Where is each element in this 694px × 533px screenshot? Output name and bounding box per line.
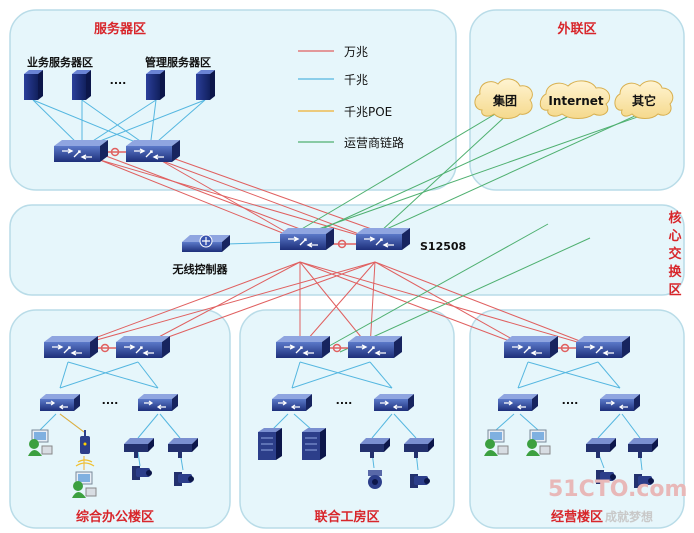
access-switch-icon <box>39 393 81 412</box>
business-zone-title: 经营楼区 <box>551 509 603 525</box>
legend-item: 运营商链路 <box>344 135 404 150</box>
cloud-icon <box>474 78 533 119</box>
legend-item: 万兆 <box>344 45 368 59</box>
cloud-group: 集团 Internet 其它 <box>474 78 674 119</box>
server-icon <box>24 70 43 100</box>
core-title-char: 交 <box>668 246 681 262</box>
rack-icon <box>301 427 327 461</box>
stack-icon <box>560 343 570 353</box>
cloud-icon <box>539 80 611 119</box>
cloud-label-group: 集团 <box>492 93 517 108</box>
dome-camera-icon <box>368 470 382 489</box>
core-title-char: 区 <box>668 283 681 298</box>
biz-servers-label: 业务服务器区 <box>27 55 93 69</box>
server-zone-title: 服务器区 <box>94 21 146 37</box>
business-ellipsis: .... <box>562 394 579 407</box>
cloud-label-other: 其它 <box>632 93 656 108</box>
switch-icon <box>53 139 109 163</box>
legend-item: 千兆 <box>344 73 368 87</box>
server-zone <box>9 9 457 191</box>
stack-icon <box>337 239 347 249</box>
stack-icon <box>332 343 342 353</box>
business-zone <box>469 309 685 529</box>
core-title-char: 心 <box>668 229 681 244</box>
switch-icon <box>275 335 331 359</box>
mgmt-servers-label: 管理服务器区 <box>145 55 211 69</box>
office-ellipsis: .... <box>102 394 119 407</box>
legend: 万兆 千兆 千兆POE 运营商链路 <box>298 45 404 150</box>
watermark-logo: 51CTO.com <box>548 477 687 502</box>
legend-item: 千兆POE <box>344 105 392 119</box>
switch-icon <box>115 335 171 359</box>
stack-icon <box>100 343 110 353</box>
switch-icon <box>503 335 559 359</box>
access-switch-icon <box>497 393 539 412</box>
rack-icon <box>257 427 283 461</box>
wireless-controller-icon <box>182 234 230 252</box>
stack-icon <box>110 147 120 157</box>
access-switch-icon <box>599 393 641 412</box>
factory-zone-title: 联合工房区 <box>314 509 379 525</box>
wireless-controller-label: 无线控制器 <box>172 262 229 276</box>
switch-icon <box>575 335 631 359</box>
cloud-icon <box>614 80 674 119</box>
core-title-char: 换 <box>668 264 682 280</box>
server-ellipsis: .... <box>110 74 127 87</box>
core-switch-icon <box>279 227 335 251</box>
access-switch-icon <box>137 393 179 412</box>
office-zone-title: 综合办公楼区 <box>76 509 154 525</box>
core-switch-label: S12508 <box>420 240 466 253</box>
watermark-slogan: 成就梦想 <box>605 509 653 524</box>
access-switch-icon <box>271 393 313 412</box>
factory-zone <box>239 309 455 529</box>
server-icon <box>196 70 215 100</box>
wifi-signal-icon <box>75 459 95 467</box>
switch-icon <box>125 139 181 163</box>
factory-ellipsis: .... <box>336 394 353 407</box>
switch-icon <box>43 335 99 359</box>
server-icon <box>146 70 165 100</box>
core-zone-title: 核 心 交 换 区 <box>668 210 682 298</box>
external-zone-title: 外联区 <box>556 21 596 37</box>
core-title-char: 核 <box>668 210 681 226</box>
switch-icon <box>347 335 403 359</box>
server-icon <box>72 70 91 100</box>
cloud-label-internet: Internet <box>548 94 603 108</box>
access-switch-icon <box>373 393 415 412</box>
core-switch-icon <box>355 227 411 251</box>
